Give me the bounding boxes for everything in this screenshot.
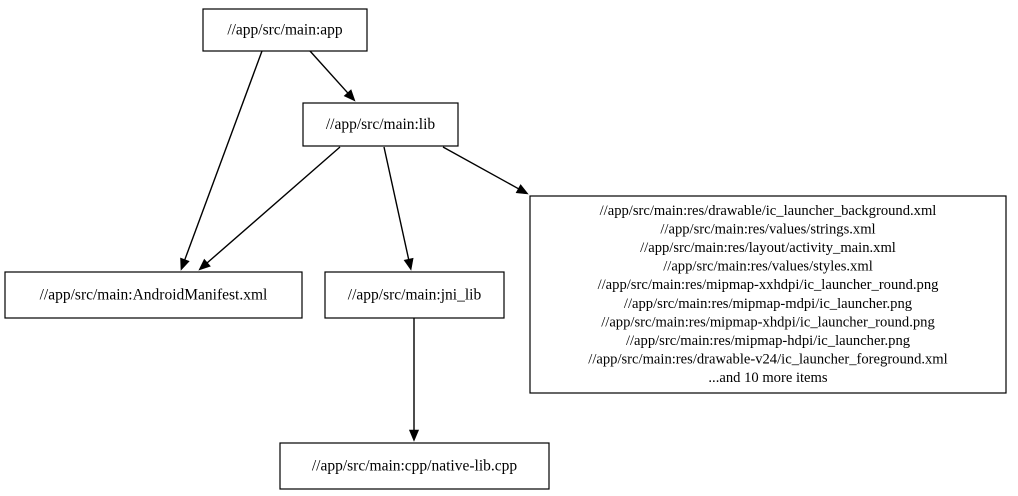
node-label-resources-line-10: ...and 10 more items	[708, 370, 827, 386]
node-label-resources-line-5: //app/src/main:res/mipmap-xxhdpi/ic_laun…	[598, 277, 940, 293]
node-box-manifest	[4, 271, 303, 319]
graph-edge-lib-to-jni	[383, 146, 414, 271]
node-label-resources-line-8: //app/src/main:res/mipmap-hdpi/ic_launch…	[626, 333, 911, 349]
node-label-app: //app/src/main:app	[227, 22, 343, 39]
node-box-native_lib	[279, 442, 550, 490]
graph-node-app[interactable]: //app/src/main:app	[202, 8, 368, 52]
graph-edge-jni-to-native	[408, 318, 420, 442]
graph-node-native_lib[interactable]: //app/src/main:cpp/native-lib.cpp	[279, 442, 550, 490]
node-label-lib: //app/src/main:lib	[326, 116, 436, 133]
node-label-jni_lib: //app/src/main:jni_lib	[348, 287, 482, 304]
graph-node-manifest[interactable]: //app/src/main:AndroidManifest.xml	[4, 271, 303, 319]
graph-node-lib[interactable]: //app/src/main:lib	[302, 102, 459, 147]
graph-edge-lib-to-manifest	[198, 146, 341, 271]
graph-node-jni_lib[interactable]: //app/src/main:jni_lib	[324, 271, 505, 319]
node-box-resources	[529, 195, 1007, 394]
graph-edge-app-to-lib	[309, 50, 356, 102]
graph-node-resources[interactable]: //app/src/main:res/drawable/ic_launcher_…	[529, 195, 1007, 394]
nodes-layer: //app/src/main:app //app/src/main:lib //ap…	[4, 8, 550, 490]
cluster-node-layer: //app/src/main:res/drawable/ic_launcher_…	[529, 195, 1007, 394]
node-label-manifest: //app/src/main:AndroidManifest.xml	[40, 287, 268, 304]
node-label-resources-line-6: //app/src/main:res/mipmap-mdpi/ic_launch…	[624, 296, 913, 312]
node-label-resources-line-9: //app/src/main:res/drawable-v24/ic_launc…	[588, 352, 947, 368]
node-label-resources-line-7: //app/src/main:res/mipmap-xhdpi/ic_launc…	[601, 314, 935, 330]
graph-edge-app-to-manifest	[180, 50, 263, 271]
node-label-resources-line-2: //app/src/main:res/values/strings.xml	[660, 221, 875, 237]
node-label-native_lib: //app/src/main:cpp/native-lib.cpp	[312, 458, 518, 475]
node-box-lib	[302, 102, 459, 147]
node-label-resources-line-3: //app/src/main:res/layout/activity_main.…	[640, 240, 896, 256]
graph-edge-lib-to-resources	[442, 146, 529, 195]
node-box-jni_lib	[324, 271, 505, 319]
edges-layer	[180, 50, 529, 442]
node-label-resources-line-1: //app/src/main:res/drawable/ic_launcher_…	[600, 203, 937, 219]
node-label-resources-line-4: //app/src/main:res/values/styles.xml	[663, 259, 873, 275]
node-box-app	[202, 8, 368, 52]
